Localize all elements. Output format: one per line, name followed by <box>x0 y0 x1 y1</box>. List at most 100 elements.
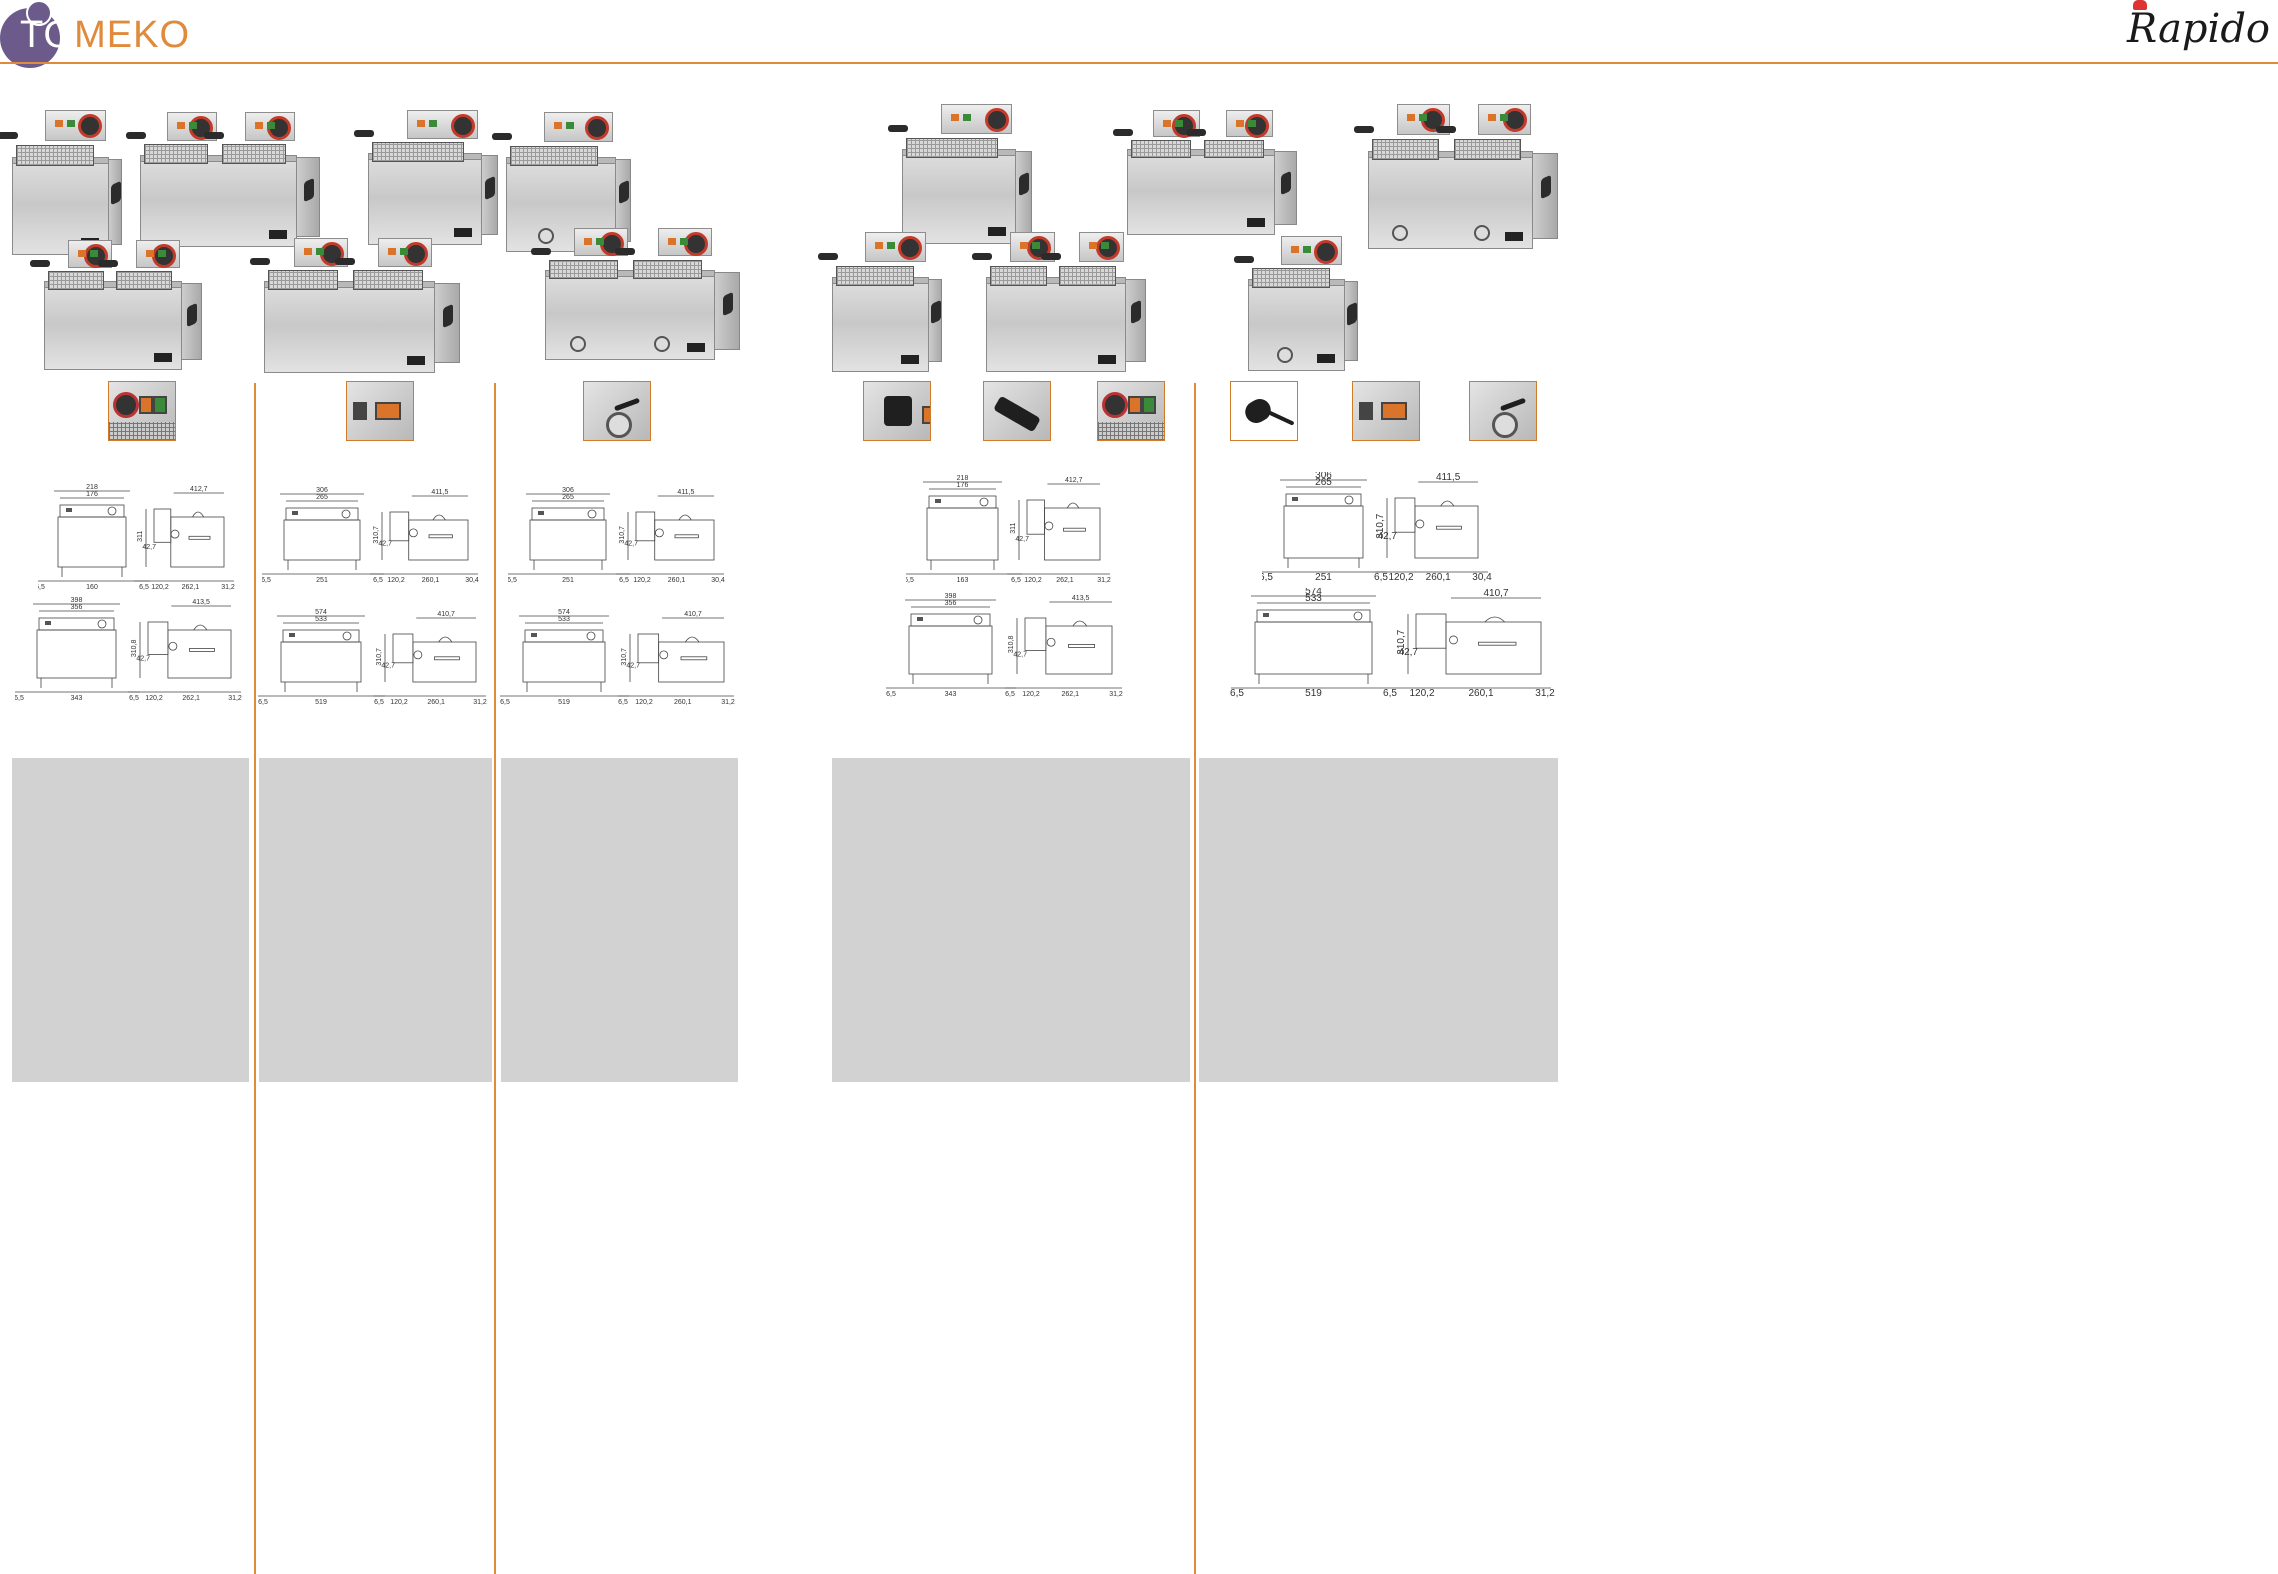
rapido-badge <box>687 343 705 352</box>
dimension-label: 413,5 <box>192 599 210 606</box>
dimension-label: 6,5 <box>258 699 268 706</box>
dimension-label: 42,7 <box>624 541 638 548</box>
dimension-label: 6,5 <box>129 695 139 702</box>
dimension-label: 120,2 <box>633 577 651 584</box>
dimension-label: 120,2 <box>1022 691 1040 698</box>
dimension-label: 31,2 <box>473 699 487 706</box>
drain-tap-icon <box>1474 225 1490 241</box>
dimension-label: 398 <box>945 593 957 600</box>
dimension-label: 410,7 <box>684 611 702 618</box>
dimension-label: 42,7 <box>142 544 156 551</box>
page-header: TOMEKO Rapido <box>0 0 2278 68</box>
dimension-label: 30,4 <box>465 577 479 584</box>
dimension-label: 6,5 <box>1383 688 1397 699</box>
rapido-badge <box>1317 354 1335 363</box>
fryer-photo <box>354 110 498 245</box>
thermostat-knob-icon <box>451 114 475 138</box>
dimension-label: 310,7 <box>376 648 383 666</box>
dimension-label: 260,1 <box>427 699 445 706</box>
dimension-label: 251 <box>316 577 328 584</box>
dimension-label: 260,1 <box>422 577 440 584</box>
dimension-label: 6,5 <box>906 577 914 584</box>
fryer-photo <box>1354 104 1558 249</box>
dimension-label: 574 <box>315 609 327 616</box>
dimension-label: 310,8 <box>1008 636 1015 654</box>
dimension-label: 42,7 <box>378 541 392 548</box>
fryer-photo <box>818 232 942 372</box>
detail-thumbnail-power-plug <box>1230 381 1298 441</box>
tomeko-logo: TOMEKO <box>0 0 230 68</box>
dimension-label: 310,7 <box>1396 629 1407 654</box>
drain-tap-icon <box>538 228 554 244</box>
dimension-label: 6,5 <box>373 577 383 584</box>
dimension-label: 398 <box>71 597 83 604</box>
drain-tap-icon <box>654 336 670 352</box>
dimension-label: 251 <box>1315 572 1332 583</box>
column-divider <box>254 383 256 1574</box>
fryer-photo <box>492 112 631 252</box>
dimension-label: 31,2 <box>721 699 735 706</box>
spec-box <box>501 758 738 1082</box>
dimension-label: 265 <box>1315 477 1332 488</box>
dimension-label: 262,1 <box>182 584 200 591</box>
dimension-label: 310,7 <box>621 648 628 666</box>
dimension-label: 42,7 <box>1399 647 1419 658</box>
dimension-label: 519 <box>558 699 570 706</box>
dimension-label: 120,2 <box>151 584 169 591</box>
rapido-badge <box>988 227 1006 236</box>
dimension-label: 120,2 <box>145 695 163 702</box>
dimension-label: 6,5 <box>139 584 149 591</box>
fryer-photo <box>126 112 320 247</box>
dimension-label: 519 <box>1305 688 1322 699</box>
dimension-label: 6,5 <box>1374 572 1388 583</box>
dimension-label: 31,2 <box>1097 577 1111 584</box>
fryer-photo <box>0 110 122 255</box>
rapido-badge <box>407 356 425 365</box>
rapido-logo: Rapido <box>2127 0 2270 52</box>
dimension-label: 176 <box>86 491 98 498</box>
dimension-label: 574 <box>1305 588 1322 597</box>
dimension-label: 42,7 <box>626 663 640 670</box>
dimension-label: 6,5 <box>38 584 45 591</box>
dimension-label: 310,7 <box>1375 513 1386 538</box>
detail-thumbnail-knob-and-switches <box>108 381 176 441</box>
dimension-label: 411,5 <box>677 489 694 496</box>
fryer-photo <box>531 228 740 360</box>
spec-box <box>1199 758 1558 1082</box>
thermostat-knob-icon <box>78 114 102 138</box>
drain-tap-icon <box>1392 225 1408 241</box>
dimension-label: 410,7 <box>1483 588 1508 599</box>
dimension-label: 262,1 <box>182 695 200 702</box>
dimension-label: 262,1 <box>1056 577 1074 584</box>
dimension-label: 260,1 <box>1426 572 1451 583</box>
thermostat-knob-icon <box>898 236 922 260</box>
dimension-label: 218 <box>86 484 98 491</box>
rapido-badge <box>1247 218 1265 227</box>
dimension-label: 42,7 <box>381 663 395 670</box>
dimension-label: 519 <box>315 699 327 706</box>
dimension-label: 574 <box>558 609 570 616</box>
dimension-label: 31,2 <box>221 584 235 591</box>
dimension-label: 311 <box>137 531 144 542</box>
dimension-label: 218 <box>957 475 969 482</box>
dimension-label: 412,7 <box>190 486 208 493</box>
dimension-label: 6,5 <box>500 699 510 706</box>
thermostat-knob-icon <box>1314 240 1338 264</box>
dimension-label: 31,2 <box>1535 688 1555 699</box>
dimension-label: 262,1 <box>1061 691 1079 698</box>
dimension-label: 42,7 <box>1378 531 1398 542</box>
dimension-label: 30,4 <box>711 577 725 584</box>
dimension-label: 412,7 <box>1065 477 1083 484</box>
detail-thumbnail-knob-and-switches <box>1097 381 1165 441</box>
spec-box <box>259 758 492 1082</box>
thermostat-knob-icon <box>585 116 609 140</box>
dimension-label: 6,5 <box>618 699 628 706</box>
fryer-photo <box>1113 110 1297 235</box>
dimension-label: 176 <box>957 482 969 489</box>
